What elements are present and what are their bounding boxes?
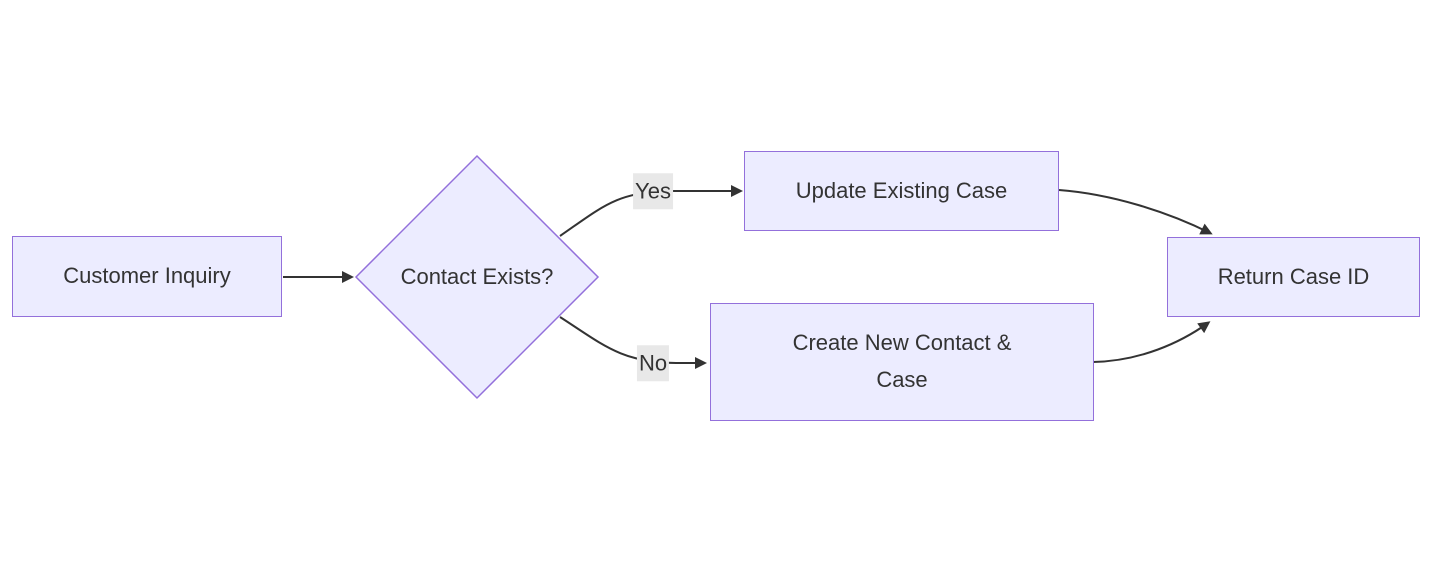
node-contact-exists-label: Contact Exists?: [367, 247, 587, 307]
node-label-contact-exists: Contact Exists?: [400, 264, 554, 289]
edge-contact-exists-to-create-new-contact-case: [559, 316, 707, 369]
edge-label-no: No: [636, 345, 670, 381]
node-customer-inquiry: Customer Inquiry: [12, 236, 282, 317]
edge-label-no-text: No: [638, 350, 668, 376]
edge-label-yes: Yes: [633, 173, 673, 209]
node-return-case-id: Return Case ID: [1167, 237, 1420, 317]
node-label-return-case-id: Return Case ID: [1217, 263, 1370, 289]
node-shape-contact-exists-diamond: [354, 154, 600, 400]
node-create-new-contact-case: Create New Contact & Case: [710, 303, 1094, 421]
edge-create-new-contact-case-to-return-case-id: [1092, 321, 1211, 363]
node-label-create-new-contact-case: Create New Contact & Case: [792, 330, 1012, 392]
node-label-customer-inquiry: Customer Inquiry: [63, 263, 231, 289]
node-update-existing-case: Update Existing Case: [744, 151, 1059, 231]
node-label-update-existing-case: Update Existing Case: [795, 177, 1008, 203]
edge-update-existing-case-to-return-case-id: [1058, 189, 1213, 235]
edge-label-yes-text: Yes: [635, 178, 671, 204]
